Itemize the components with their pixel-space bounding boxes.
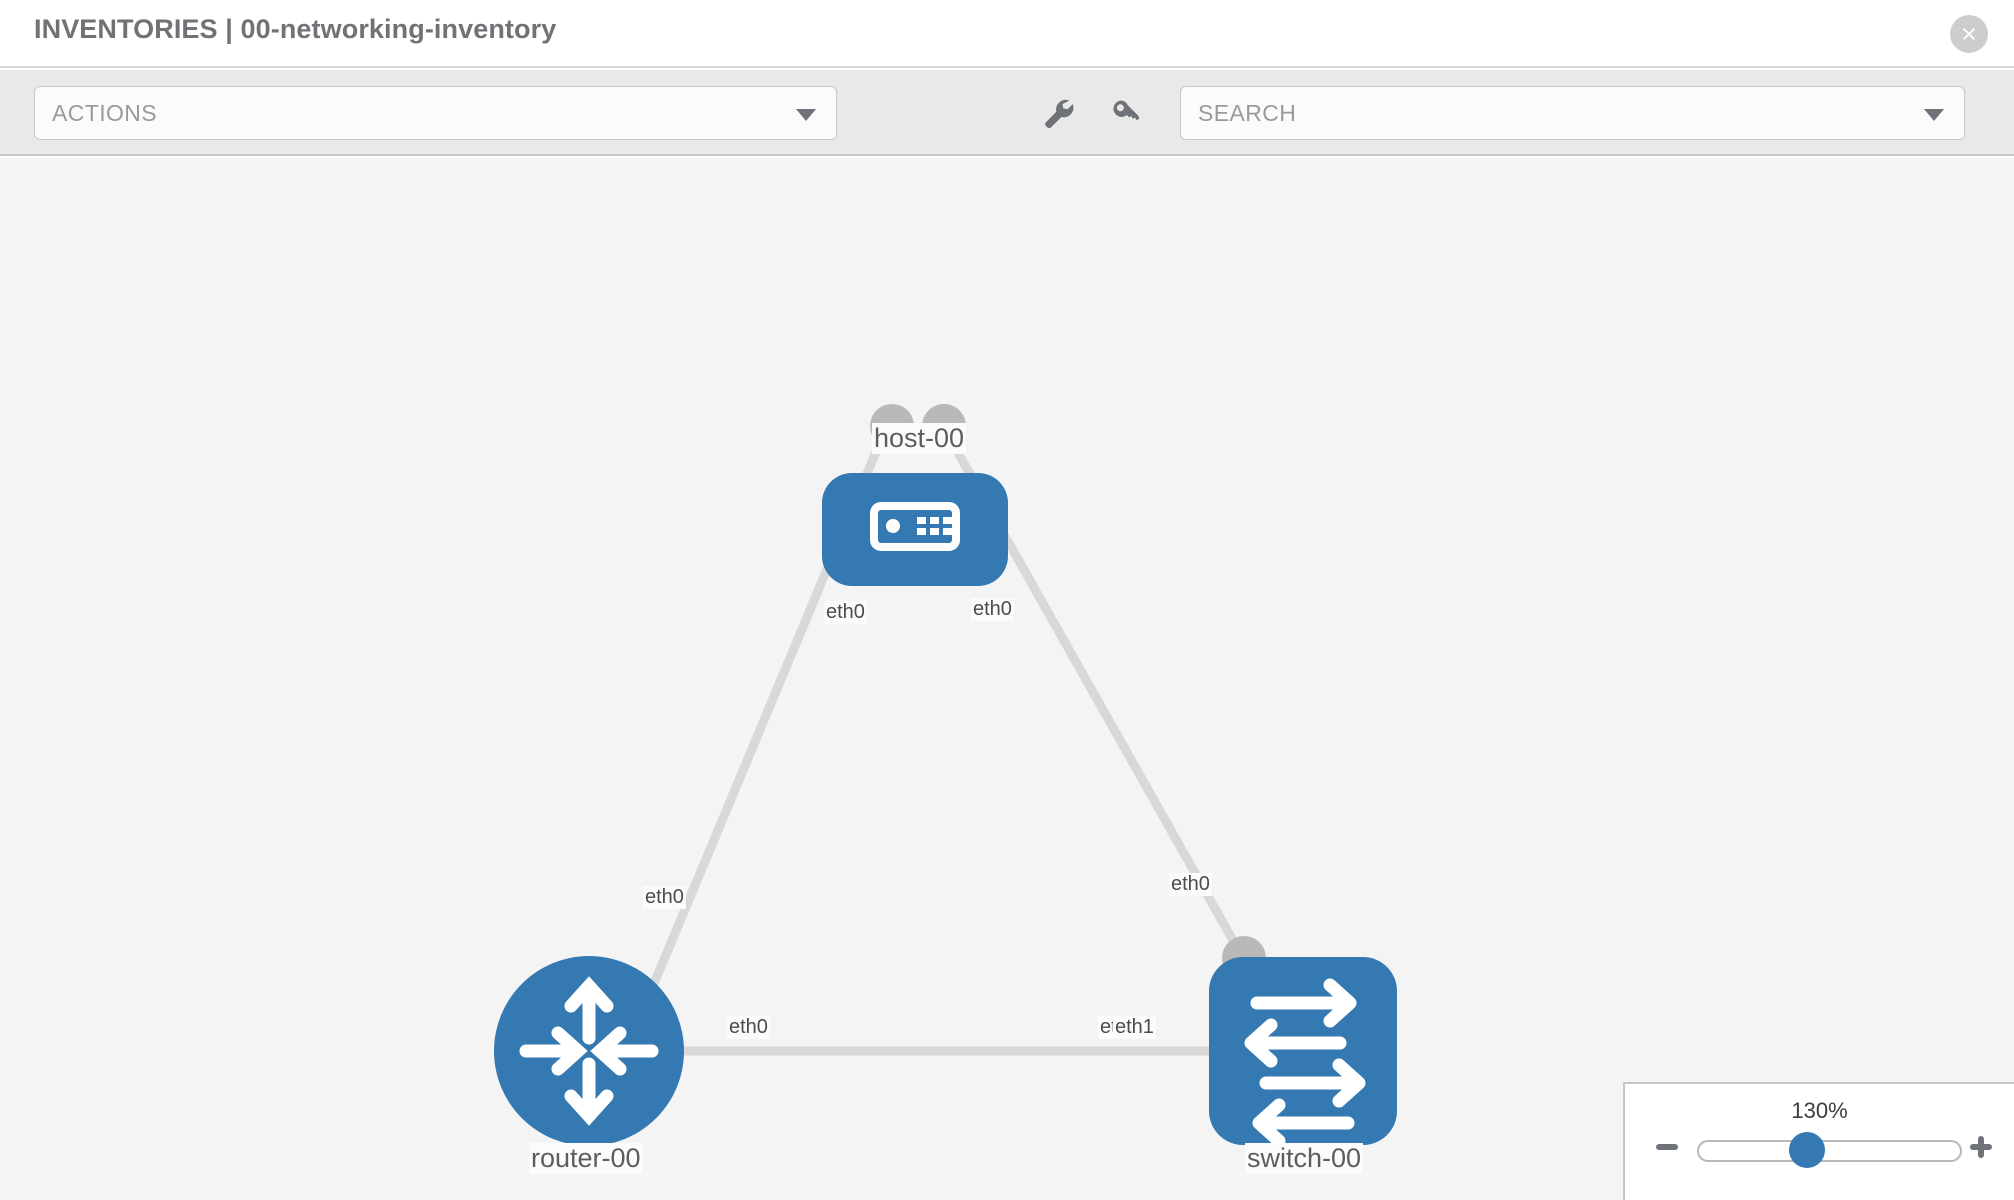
key-icon[interactable]: [1106, 92, 1148, 134]
wrench-icon[interactable]: [1037, 92, 1079, 134]
connector-host-left: [870, 404, 914, 448]
chevron-down-icon: [796, 109, 816, 121]
page-title: INVENTORIES | 00-networking-inventory: [34, 14, 557, 44]
zoom-level-value: 130%: [1791, 1098, 1848, 1123]
zoom-control-panel: 130%: [1623, 1082, 2014, 1200]
close-icon[interactable]: [1950, 15, 1988, 53]
topology-canvas[interactable]: host-00 router-00 switch-00 eth0 eth0 et…: [0, 158, 2014, 1200]
toolbar: ACTIONS SEARCH: [0, 70, 2014, 156]
connector-host-right: [922, 404, 966, 448]
zoom-in-button[interactable]: [1964, 1130, 1998, 1164]
zoom-slider[interactable]: [1697, 1140, 1962, 1162]
router-arrows-icon: [519, 976, 659, 1126]
actions-dropdown-label: ACTIONS: [52, 100, 158, 126]
search-placeholder: SEARCH: [1198, 100, 1297, 126]
page-header: INVENTORIES | 00-networking-inventory: [0, 0, 2014, 68]
search-input[interactable]: SEARCH: [1180, 86, 1965, 140]
actions-dropdown[interactable]: ACTIONS: [34, 86, 837, 140]
node-switch-00: [1209, 957, 1397, 1148]
topology-graph: [494, 404, 1397, 1148]
server-icon: [870, 502, 960, 551]
node-router-00: [494, 956, 684, 1146]
node-host-00: [822, 473, 1008, 586]
zoom-slider-thumb[interactable]: [1789, 1132, 1825, 1168]
chevron-down-icon[interactable]: [1924, 109, 1944, 121]
switch-arrows-icon: [1244, 978, 1366, 1148]
zoom-out-button[interactable]: [1650, 1130, 1684, 1164]
